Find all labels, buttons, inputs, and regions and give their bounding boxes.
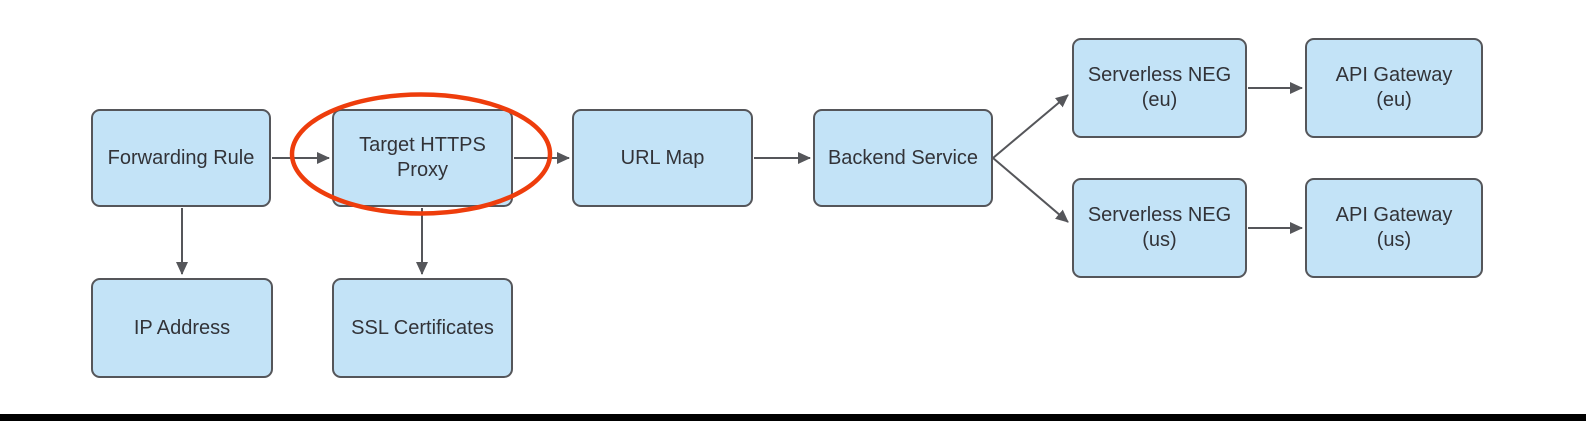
node-label: Serverless NEG	[1087, 204, 1232, 226]
node-label: Target HTTPS	[359, 134, 486, 156]
node-label: IP Address	[133, 316, 231, 339]
edge-backend-service-to-serverless-neg-us	[992, 157, 1069, 223]
node-label: SSL Certificates	[351, 316, 494, 339]
node-ip-address: IP Address	[91, 278, 273, 378]
node-label: (us)	[1376, 229, 1412, 251]
node-api-gateway-eu: API Gateway (eu)	[1305, 38, 1483, 138]
node-ssl-certificates: SSL Certificates	[332, 278, 513, 378]
node-label: Serverless NEG	[1087, 64, 1232, 86]
node-url-map: URL Map	[572, 109, 753, 207]
edge-backend-service-to-serverless-neg-eu	[992, 94, 1069, 159]
node-backend-service: Backend Service	[813, 109, 993, 207]
node-label: URL Map	[620, 146, 705, 169]
node-label: (eu)	[1376, 89, 1412, 111]
bottom-border-bar	[0, 414, 1586, 421]
node-label: Backend Service	[827, 146, 979, 169]
node-api-gateway-us: API Gateway (us)	[1305, 178, 1483, 278]
node-label: API Gateway	[1335, 64, 1453, 86]
node-target-https-proxy: Target HTTPS Proxy	[332, 109, 513, 207]
node-serverless-neg-eu: Serverless NEG (eu)	[1072, 38, 1247, 138]
node-label: (eu)	[1141, 89, 1178, 111]
node-label: API Gateway	[1335, 204, 1453, 226]
node-forwarding-rule: Forwarding Rule	[91, 109, 271, 207]
node-label: Forwarding Rule	[107, 146, 255, 169]
node-label: (us)	[1142, 229, 1177, 251]
node-label: Proxy	[396, 159, 449, 181]
node-serverless-neg-us: Serverless NEG (us)	[1072, 178, 1247, 278]
